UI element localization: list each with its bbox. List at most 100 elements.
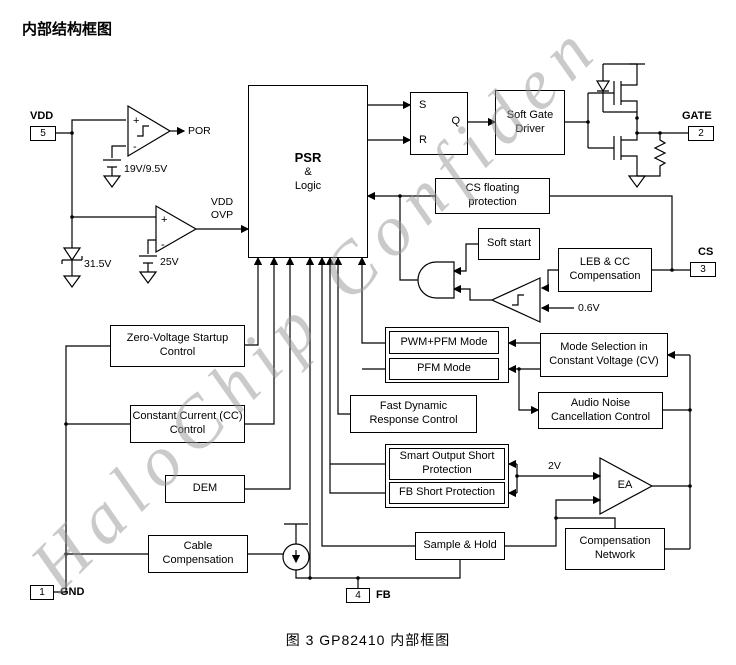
pin-box-cs: 3 <box>690 262 716 277</box>
pin-name-cs: CS <box>698 246 714 258</box>
block-label: Control <box>169 424 206 436</box>
block-audio-noise-cancellation: Audio Noise Cancellation Control <box>538 392 663 429</box>
pin-number: 1 <box>39 587 45 598</box>
mosfet-lower-icon <box>613 118 647 189</box>
block-soft-gate-driver: Soft Gate Driver <box>495 90 565 155</box>
block-label: Soft Gate <box>506 108 554 121</box>
fb-node-wires <box>248 523 461 588</box>
block-label: Protection <box>422 464 472 476</box>
block-label: Network <box>594 549 636 561</box>
gate-pin-wires <box>637 132 688 177</box>
gate-driver-wires <box>565 92 614 149</box>
pin-name-gnd: GND <box>60 586 85 598</box>
block-label: PFM Mode <box>417 362 471 375</box>
block-label: Control <box>159 346 196 358</box>
block-constant-current-control: Constant Current (CC) Control <box>130 405 245 443</box>
junction-dots <box>64 116 692 580</box>
pin-name-gate: GATE <box>682 110 712 122</box>
vdd-ovp-line1: VDD <box>210 196 234 208</box>
block-zero-voltage-startup: Zero-Voltage Startup Control <box>110 325 245 367</box>
block-pwm-pfm-mode: PWM+PFM Mode <box>389 331 499 354</box>
block-fast-dynamic-response: Fast Dynamic Response Control <box>350 395 477 433</box>
block-label: Audio Noise <box>570 396 631 409</box>
block-sr-latch: S R Q <box>410 92 468 155</box>
block-soft-start: Soft start <box>478 228 540 260</box>
pin-number: 3 <box>700 264 706 275</box>
ground-icon <box>627 175 647 189</box>
psr-label: PSR <box>294 149 322 165</box>
por-comparator-icon <box>111 104 186 158</box>
opamp-minus-label: - <box>161 239 165 251</box>
block-label: Cancellation Control <box>550 410 651 423</box>
block-label: protection <box>468 196 517 208</box>
ground-icon <box>102 175 122 189</box>
pin-number: 5 <box>40 128 46 139</box>
block-label: Compensation <box>162 554 234 566</box>
ovp-reference-label: 25V <box>160 256 179 268</box>
psr-output-wires <box>368 100 497 145</box>
block-psr-logic: PSR & Logic <box>248 85 368 258</box>
latch-q-label: Q <box>451 115 460 127</box>
block-smart-output-short: Smart Output Short Protection <box>389 448 505 480</box>
block-label: Compensation <box>579 535 651 548</box>
vdd-ovp-label: VDD OVP <box>200 196 244 221</box>
figure-caption: 图 3 GP82410 内部框图 <box>285 632 451 648</box>
cs-threshold-label: 0.6V <box>578 302 600 314</box>
cs-comparator-icon <box>452 277 541 323</box>
block-pfm-mode: PFM Mode <box>389 358 499 380</box>
block-label: Zero-Voltage Startup <box>126 332 229 345</box>
block-label: Soft start <box>486 237 532 250</box>
battery-25v-icon <box>138 255 158 285</box>
pin-box-fb: 4 <box>346 588 370 603</box>
block-label: LEB & CC <box>579 256 631 269</box>
and-gate-icon <box>399 196 478 299</box>
vdd-ovp-line2: OVP <box>210 208 234 221</box>
vdd-rail-wires <box>56 119 156 248</box>
psr-amp-label: & <box>304 165 312 178</box>
ea-reference-label: 2V <box>548 460 561 472</box>
block-label: Constant Current (CC) <box>132 410 243 423</box>
pin-name-fb: FB <box>376 589 391 601</box>
body-diode-icon <box>595 63 637 113</box>
block-compensation-network: Compensation Network <box>565 528 665 570</box>
pin-box-gate: 2 <box>688 126 714 141</box>
ground-icon <box>138 271 158 285</box>
pin-box-vdd: 5 <box>30 126 56 141</box>
block-label: FB Short Protection <box>399 486 495 499</box>
block-label: Driver <box>515 122 545 135</box>
block-label: Sample & Hold <box>423 539 497 552</box>
resistor-icon <box>637 133 667 177</box>
latch-s-label: S <box>419 99 427 111</box>
opamp-minus-label: - <box>133 141 137 153</box>
block-leb-cc-compensation: LEB & CC Compensation <box>558 248 652 292</box>
block-label: Fast Dynamic <box>379 400 448 413</box>
psr-bottom-wires <box>245 256 415 578</box>
zener-diode-icon <box>61 247 83 289</box>
block-label: Mode Selection in <box>560 341 648 354</box>
pin-number: 4 <box>355 590 361 601</box>
battery-19v-icon <box>102 159 122 189</box>
ea-opamp-icon <box>505 456 654 547</box>
zener-voltage-label: 31.5V <box>84 258 112 270</box>
block-label: PWM+PFM Mode <box>400 335 488 348</box>
block-label: Smart Output Short <box>399 450 495 463</box>
psr-logic-label: Logic <box>294 179 322 192</box>
block-fb-short-protection: FB Short Protection <box>389 482 505 504</box>
por-threshold-label: 19V/9.5V <box>124 163 168 175</box>
block-label: Compensation <box>569 270 641 282</box>
block-label: Cable <box>183 540 213 553</box>
block-cable-compensation: Cable Compensation <box>148 535 248 573</box>
block-mode-selection-cv: Mode Selection in Constant Voltage (CV) <box>540 333 668 377</box>
por-label: POR <box>188 125 211 137</box>
opamp-plus-label: + <box>161 214 167 226</box>
page-title: 内部结构框图 <box>22 21 113 38</box>
block-cs-floating-protection: CS floating protection <box>435 178 550 214</box>
block-label: DEM <box>192 482 218 495</box>
block-label: Response Control <box>369 414 458 426</box>
ovp-opamp-icon <box>147 204 250 254</box>
opamp-plus-label: + <box>133 115 139 127</box>
block-label: Constant Voltage (CV) <box>549 355 659 367</box>
block-label: CS floating <box>465 182 520 195</box>
